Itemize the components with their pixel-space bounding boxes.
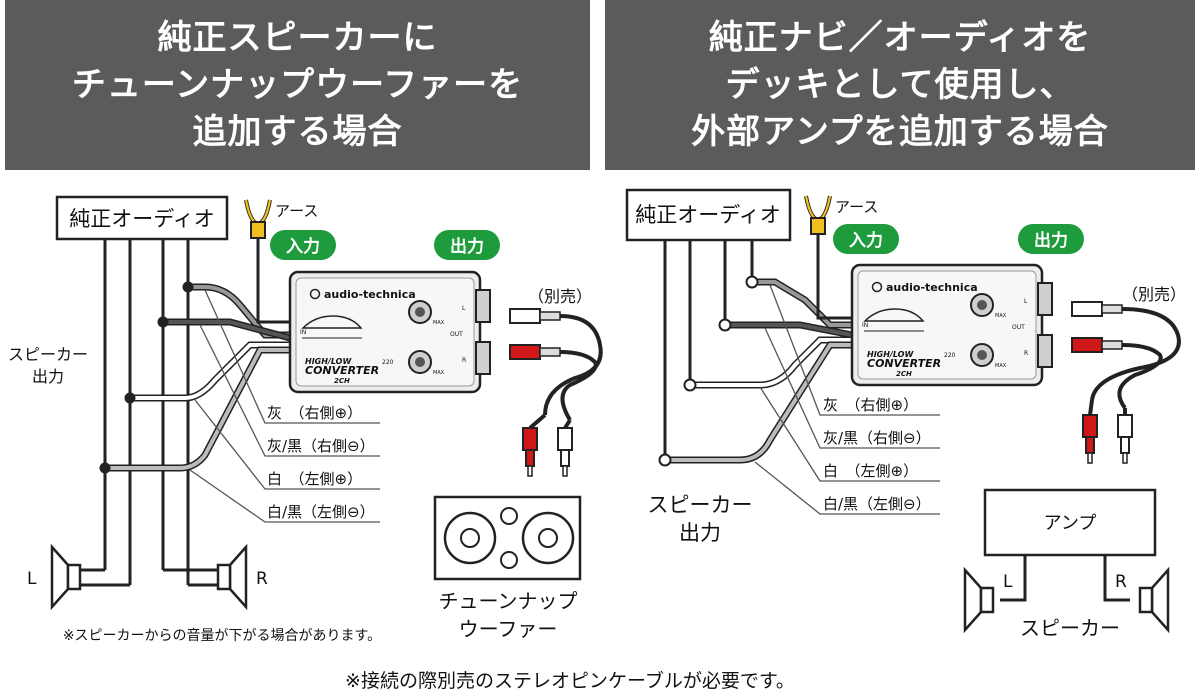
left-converter-model-1: HIGH/LOW: [305, 357, 352, 366]
right-output-badge: [1018, 224, 1084, 254]
right-speaker-r-label: R: [1115, 572, 1127, 592]
right-converter-brand: audio-technica: [886, 281, 978, 294]
right-input-cable: [661, 278, 856, 464]
right-speaker-wires: [663, 240, 754, 460]
left-wire-label-4: 白/黒（左側⊖）: [267, 503, 375, 521]
panel-left-title-line-3: 追加する場合: [192, 111, 403, 152]
left-rca-cable: [509, 308, 603, 477]
left-output-badge-label: 出力: [450, 236, 484, 257]
right-converter-model-3: 2CH: [896, 370, 912, 378]
panel-left-title-line-1: 純正スピーカーに: [157, 17, 438, 58]
panel-right-title-line-1: 純正ナビ／オーディオを: [708, 17, 1092, 58]
left-converter-model-number: 220: [382, 359, 394, 366]
panel-right-title: 純正ナビ／オーディオを デッキとして使用し、 外部アンプを追加する場合: [605, 0, 1195, 170]
left-wire-label-3: 白 （左側⊕）: [267, 470, 362, 488]
right-speaker-output-label-2: 出力: [679, 521, 721, 545]
left-converter-model-2: CONVERTER: [305, 364, 379, 377]
right-ground-wire: [816, 232, 852, 320]
left-input-badge-label: 入力: [286, 236, 320, 257]
right-amp-speaker-wires: [1000, 555, 1130, 602]
right-speakers-label: スピーカー: [1020, 616, 1120, 640]
panel-right-title-line-2: デッキとして使用し、: [725, 64, 1075, 105]
left-wire-label-1: 灰 （右側⊕）: [267, 404, 362, 422]
right-junction-dots: [658, 275, 759, 467]
bottom-note: ※接続の際別売のステレオピンケーブルが必要です。: [345, 669, 795, 692]
right-speaker-output-label-1: スピーカー: [648, 493, 753, 517]
left-converter-model-3: 2CH: [334, 377, 350, 385]
panel-left-title-line-2: チューンナップウーファーを: [71, 64, 524, 105]
left-converter-out-label: OUT: [450, 331, 463, 338]
left-speaker-l-label: L: [27, 569, 37, 589]
right-panel-diagram: 純正オーディオ アース: [625, 188, 1186, 640]
left-source-box-label: 純正オーディオ: [69, 207, 215, 231]
right-rca-cable: [1071, 301, 1181, 464]
left-wire-label-2: 灰/黒（右側⊖）: [267, 437, 375, 455]
right-output-badge-label: 出力: [1034, 230, 1068, 251]
right-wire-label-3: 白 （左側⊕）: [823, 462, 918, 480]
right-speaker-l-label: L: [1003, 572, 1013, 592]
left-panel-diagram: 純正オーディオ: [8, 195, 603, 641]
right-amp-label: アンプ: [1044, 513, 1097, 534]
left-junction-dots: [99, 281, 194, 474]
right-speaker-l-icon: [963, 568, 995, 632]
left-converter-brand: audio-technica: [324, 288, 416, 301]
left-input-cable: [101, 283, 294, 472]
left-output-badge: [434, 230, 500, 260]
left-wire-legend: 灰 （右側⊕） 灰/黒（右側⊖） 白 （左側⊕） 白/黒（左側⊖）: [189, 289, 380, 523]
left-source-box: [55, 195, 229, 241]
right-converter-unit: audio-technica HIGH/LOW CONVERTER 2CH 22…: [850, 263, 1054, 387]
left-subwoofer-label-1: チューンナップ: [439, 589, 578, 613]
left-converter-ch-l: L: [462, 305, 466, 312]
right-converter-max-1: MAX: [995, 313, 1007, 319]
left-converter-max-1: MAX: [433, 320, 445, 326]
left-converter-unit: audio-technica HIGH/LOW CONVERTER 2CH 22…: [288, 270, 492, 394]
left-subwoofer-label-2: ウーファー: [459, 617, 558, 641]
left-ground-terminal-icon: [244, 199, 272, 239]
right-converter-model-1: HIGH/LOW: [867, 350, 914, 359]
left-input-badge: [270, 230, 336, 260]
right-converter-ch-l: L: [1024, 298, 1028, 305]
right-ground-terminal-icon: [804, 195, 832, 235]
left-sold-separately: （別売）: [528, 287, 592, 306]
right-source-box: [625, 188, 792, 242]
right-converter-model-2: CONVERTER: [867, 357, 941, 370]
panel-right-title-line-3: 外部アンプを追加する場合: [691, 111, 1109, 152]
left-speaker-r-label: R: [256, 569, 268, 589]
right-converter-ch-r: R: [1024, 350, 1028, 357]
right-converter-in-label: IN: [862, 322, 868, 329]
right-converter-out-label: OUT: [1012, 324, 1025, 331]
left-converter-ch-r: R: [462, 357, 466, 364]
right-speaker-r-icon: [1138, 568, 1170, 632]
right-input-badge: [833, 224, 899, 254]
left-speaker-output-label-2: 出力: [32, 367, 64, 386]
left-speaker-wires: [80, 239, 218, 587]
right-sold-separately: （別売）: [1122, 285, 1186, 304]
left-speaker-r-icon: [216, 545, 248, 609]
left-speaker-l-icon: [50, 545, 82, 609]
right-converter-model-number: 220: [944, 352, 956, 359]
left-converter-in-label: IN: [300, 329, 306, 336]
left-converter-max-2: MAX: [433, 370, 445, 376]
left-footnote: ※スピーカーからの音量が下がる場合があります。: [63, 627, 381, 644]
right-ground-label: アース: [835, 198, 878, 216]
right-input-badge-label: 入力: [849, 230, 883, 251]
right-wire-label-1: 灰 （右側⊕）: [823, 396, 918, 414]
right-converter-max-2: MAX: [995, 363, 1007, 369]
right-wire-legend: 灰 （右側⊕） 灰/黒（右側⊖） 白 （左側⊕） 白/黒（左側⊖）: [754, 284, 940, 515]
panel-left-title: 純正スピーカーに チューンナップウーファーを 追加する場合: [5, 0, 590, 170]
right-amp-box: [983, 488, 1157, 557]
right-source-box-label: 純正オーディオ: [635, 203, 781, 227]
right-wire-label-2: 灰/黒（右側⊖）: [823, 429, 931, 447]
left-ground-label: アース: [275, 202, 318, 220]
left-speaker-output-label-1: スピーカー: [8, 345, 88, 364]
right-wire-label-4: 白/黒（左側⊖）: [823, 495, 931, 513]
left-subwoofer-icon: [433, 495, 582, 581]
left-ground-wire: [256, 235, 290, 324]
